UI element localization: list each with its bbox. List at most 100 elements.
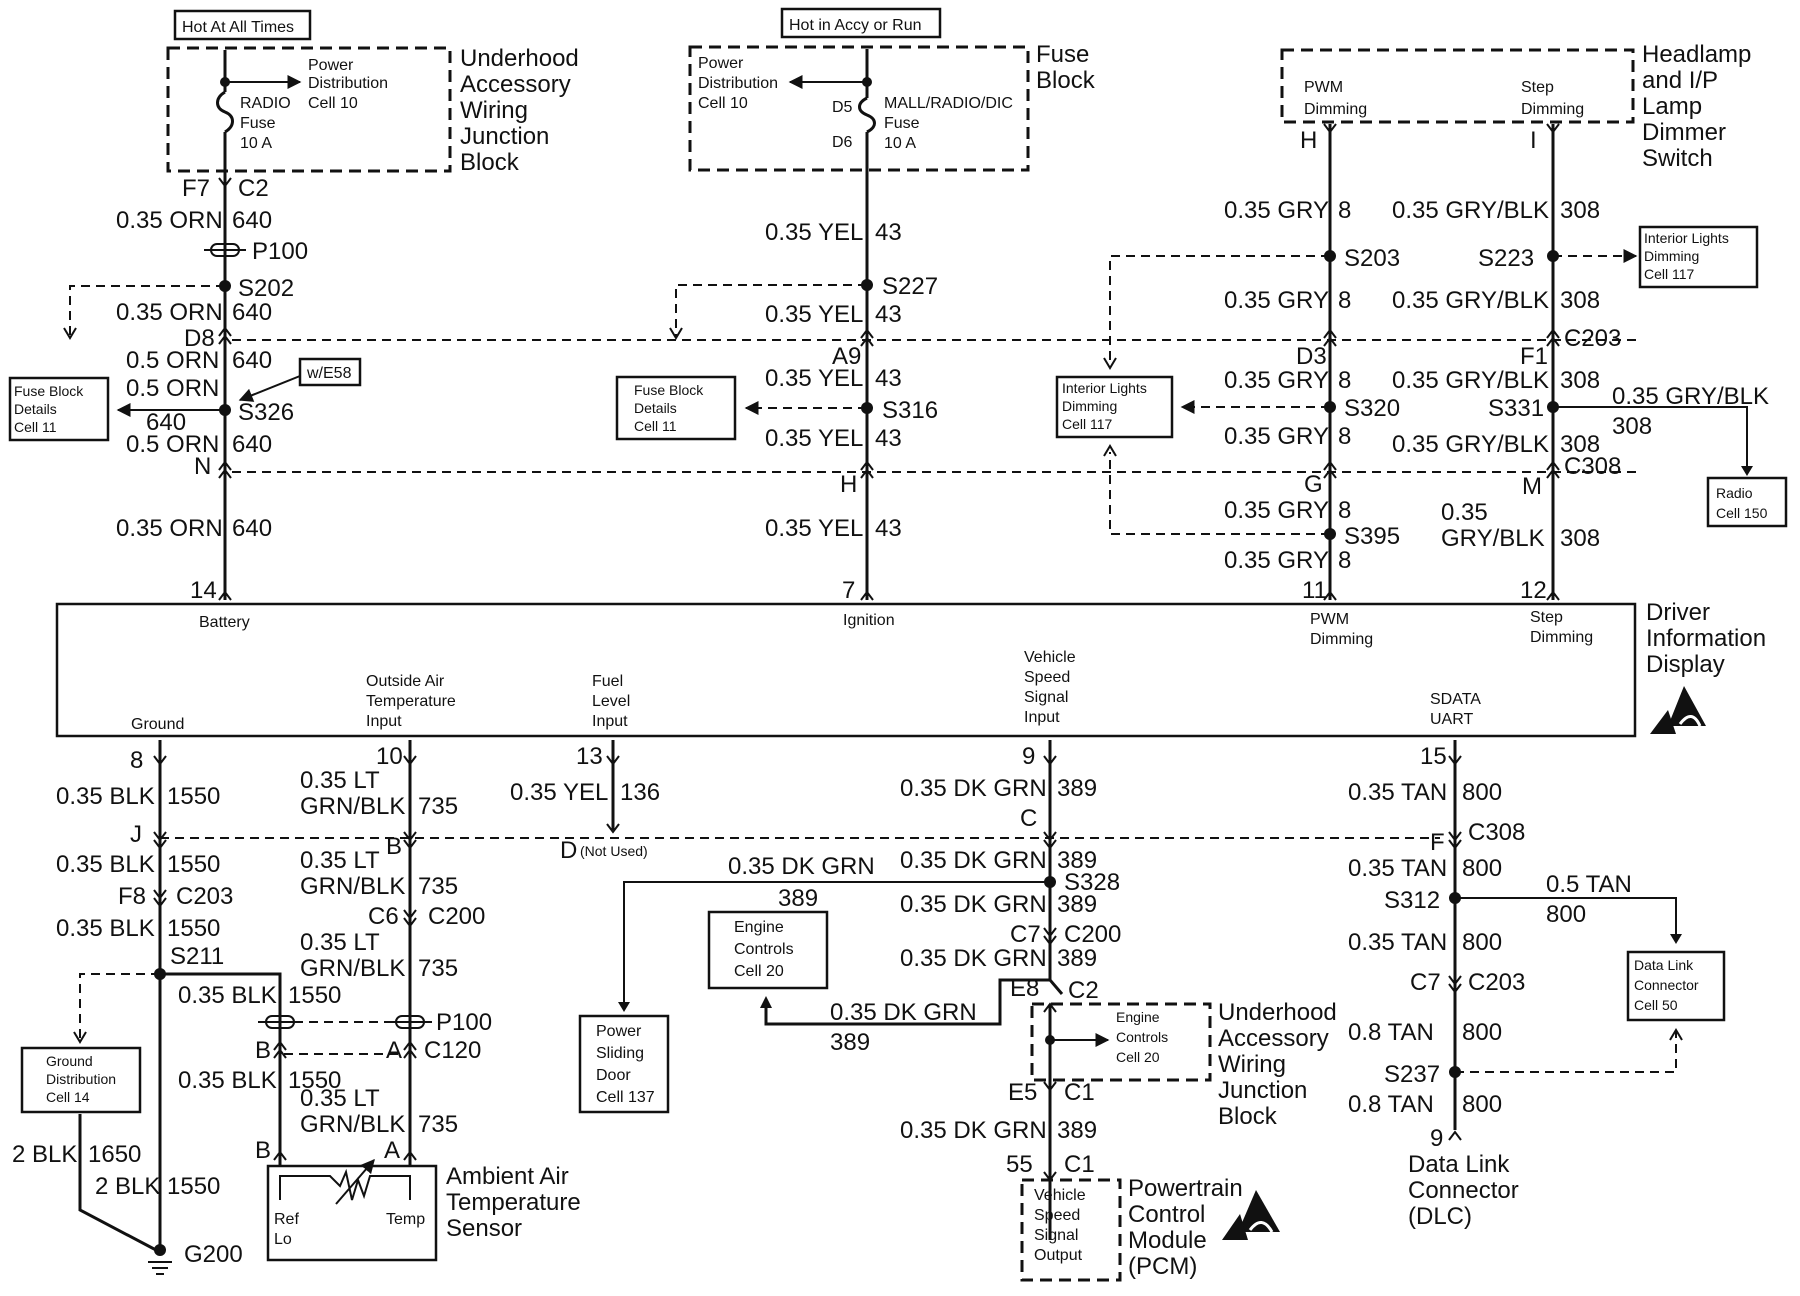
svg-text:10: 10 (376, 743, 403, 770)
svg-text:10 A: 10 A (240, 135, 272, 152)
svg-text:Cell 10: Cell 10 (698, 95, 748, 112)
svg-text:0.35 BLK: 0.35 BLK (178, 1067, 277, 1094)
svg-text:8: 8 (1338, 497, 1351, 524)
svg-text:Controls: Controls (734, 941, 794, 958)
svg-text:F8: F8 (118, 883, 146, 910)
svg-text:0.35 GRY/BLK: 0.35 GRY/BLK (1392, 431, 1549, 458)
svg-text:0.35 BLK: 0.35 BLK (56, 783, 155, 810)
svg-text:Cell 117: Cell 117 (1062, 416, 1113, 432)
svg-text:0.35 GRY: 0.35 GRY (1224, 197, 1329, 224)
svg-text:0.35 DK GRN: 0.35 DK GRN (900, 945, 1047, 972)
svg-text:43: 43 (875, 301, 902, 328)
fuse-block-top (688, 45, 1030, 172)
engine-controls-box (707, 910, 829, 990)
svg-text:Data Link: Data Link (1634, 957, 1694, 973)
svg-text:0.35 GRY: 0.35 GRY (1224, 287, 1329, 314)
svg-text:Switch: Switch (1642, 145, 1713, 172)
thermistor-icon (279, 1168, 411, 1201)
svg-text:0.35 GRY/BLK: 0.35 GRY/BLK (1392, 367, 1549, 394)
svg-text:735: 735 (418, 873, 458, 900)
svg-text:8: 8 (1338, 197, 1351, 224)
svg-text:C200: C200 (428, 903, 485, 930)
svg-text:Ignition: Ignition (843, 612, 895, 629)
svg-text:0.35 ORN: 0.35 ORN (116, 299, 223, 326)
svg-text:308: 308 (1560, 287, 1600, 314)
svg-text:Radio: Radio (1716, 485, 1753, 501)
svg-text:389: 389 (1057, 945, 1097, 972)
svg-text:7: 7 (842, 577, 855, 604)
svg-text:PWM: PWM (1304, 79, 1343, 96)
svg-text:Distribution: Distribution (308, 75, 388, 92)
svg-text:Block: Block (460, 149, 520, 176)
esd-warning-icon-pcm (1222, 1190, 1280, 1240)
svg-text:Dimming: Dimming (1304, 101, 1367, 118)
svg-text:G200: G200 (184, 1241, 243, 1268)
svg-text:GRN/BLK: GRN/BLK (300, 955, 405, 982)
svg-text:Control: Control (1128, 1201, 1205, 1228)
svg-text:C308: C308 (1564, 453, 1621, 480)
svg-text:0.35 GRY/BLK: 0.35 GRY/BLK (1392, 287, 1549, 314)
svg-text:C1: C1 (1064, 1079, 1095, 1106)
svg-text:389: 389 (1057, 775, 1097, 802)
svg-text:Outside Air: Outside Air (366, 673, 445, 690)
svg-text:0.35 TAN: 0.35 TAN (1348, 779, 1447, 806)
svg-text:389: 389 (1057, 1117, 1097, 1144)
svg-text:735: 735 (418, 955, 458, 982)
svg-text:w/E58: w/E58 (306, 365, 352, 382)
svg-text:(Not Used): (Not Used) (580, 843, 648, 859)
svg-text:Speed: Speed (1034, 1207, 1080, 1224)
svg-text:0.35 DK GRN: 0.35 DK GRN (900, 1117, 1047, 1144)
svg-text:Lamp: Lamp (1642, 93, 1702, 120)
svg-text:P100: P100 (436, 1009, 492, 1036)
svg-text:2 BLK: 2 BLK (95, 1173, 160, 1200)
pcm-box (1020, 1178, 1122, 1282)
power-sliding-door-box (578, 1014, 670, 1114)
svg-text:Connector: Connector (1408, 1177, 1519, 1204)
fuse-block-details-left (8, 376, 110, 442)
svg-text:Cell 10: Cell 10 (308, 95, 358, 112)
svg-text:Dimmer: Dimmer (1642, 119, 1726, 146)
svg-text:Distribution: Distribution (46, 1071, 116, 1087)
svg-text:0.35 YEL: 0.35 YEL (765, 425, 863, 452)
svg-text:640: 640 (146, 409, 186, 436)
mall-fuse-label: MALL/RADIO/DIC (884, 95, 1013, 112)
svg-text:1550: 1550 (288, 1067, 341, 1094)
svg-text:0.35 BLK: 0.35 BLK (56, 915, 155, 942)
svg-text:H: H (840, 471, 857, 498)
svg-text:GRY/BLK: GRY/BLK (1441, 525, 1545, 552)
svg-text:Block: Block (1218, 1103, 1278, 1130)
svg-text:43: 43 (875, 425, 902, 452)
svg-text:S202: S202 (238, 275, 294, 302)
svg-text:0.5 ORN: 0.5 ORN (126, 347, 219, 374)
svg-text:11: 11 (1302, 577, 1327, 604)
svg-text:640: 640 (232, 431, 272, 458)
svg-text:0.35 GRY: 0.35 GRY (1224, 367, 1329, 394)
hot-in-accy-run-box (780, 7, 942, 39)
hot-at-all-times-box (173, 9, 312, 41)
svg-text:Dimming: Dimming (1530, 629, 1593, 646)
headlamp-dimmer-switch (1280, 48, 1635, 124)
svg-text:14: 14 (190, 577, 217, 604)
svg-text:15: 15 (1420, 743, 1447, 770)
svg-text:S395: S395 (1344, 523, 1400, 550)
svg-text:Cell 20: Cell 20 (734, 963, 784, 980)
svg-text:B: B (386, 833, 402, 860)
svg-text:C6: C6 (368, 903, 399, 930)
svg-text:8: 8 (1338, 367, 1351, 394)
svg-text:Ground: Ground (131, 716, 184, 733)
svg-text:N: N (194, 453, 211, 480)
svg-text:C203: C203 (1564, 325, 1621, 352)
interior-lights-dimming-right (1638, 225, 1759, 289)
svg-text:Cell 11: Cell 11 (634, 418, 677, 434)
svg-text:0.5 ORN: 0.5 ORN (126, 375, 219, 402)
svg-text:C1: C1 (1064, 1151, 1095, 1178)
ground-g200 (154, 1244, 166, 1256)
svg-text:800: 800 (1462, 929, 1502, 956)
svg-text:S326: S326 (238, 399, 294, 426)
ground-symbol-icon (148, 1261, 172, 1275)
svg-text:Power: Power (698, 55, 744, 72)
svg-text:Cell 50: Cell 50 (1634, 997, 1678, 1013)
svg-text:0.35 YEL: 0.35 YEL (765, 365, 863, 392)
svg-text:1650: 1650 (88, 1141, 141, 1168)
svg-text:P100: P100 (252, 238, 308, 265)
